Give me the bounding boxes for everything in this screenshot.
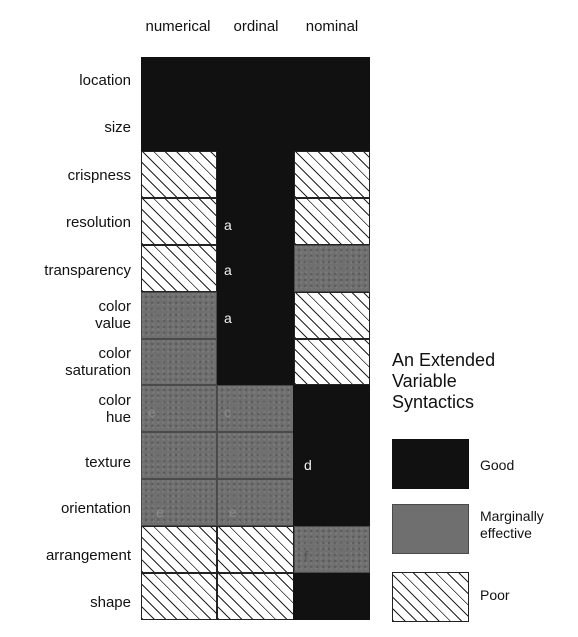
column-header-numerical: numerical	[145, 18, 211, 35]
cell-note-transparency-ordinal: a	[224, 262, 232, 278]
row-label-texture: texture	[85, 454, 131, 471]
cell-note-resolution-ordinal: a	[224, 217, 232, 233]
matrix-cell-good	[217, 292, 295, 340]
cell-note-orientation-numerical: e	[156, 504, 164, 520]
matrix-cell-poor	[141, 526, 217, 573]
cell-note-color-value-ordinal: a	[224, 310, 232, 326]
matrix-cell-poor	[294, 151, 370, 198]
matrix-cell-marginal	[217, 432, 294, 479]
matrix-cell-marginal	[141, 432, 217, 479]
matrix-cell-marginal	[294, 245, 370, 292]
matrix-cell-marginal	[294, 526, 370, 573]
column-header-nominal: nominal	[305, 18, 359, 35]
matrix-cell-good	[293, 57, 370, 105]
matrix-cell-good	[293, 104, 370, 152]
matrix-cell-poor	[294, 292, 370, 339]
matrix-cell-good	[293, 479, 370, 526]
matrix-cell-marginal	[141, 479, 217, 526]
matrix-cell-good	[217, 245, 295, 293]
row-label-size: size	[104, 119, 131, 136]
matrix-cell-good	[217, 151, 295, 199]
matrix-cell-poor	[141, 151, 217, 198]
cell-note-arrangement-nominal: f	[304, 548, 308, 564]
matrix-cell-good	[293, 432, 370, 480]
matrix-cell-poor	[141, 245, 217, 292]
matrix-cell-marginal	[141, 339, 217, 385]
column-header-ordinal: ordinal	[233, 18, 279, 35]
matrix-cell-marginal	[141, 385, 217, 432]
legend-label-marginal: Marginally effective	[480, 508, 544, 541]
matrix-cell-good	[217, 339, 295, 385]
matrix-cell-poor	[294, 198, 370, 245]
matrix-cell-good	[141, 57, 219, 105]
row-label-resolution: resolution	[65, 214, 131, 231]
matrix-cell-poor	[294, 339, 370, 385]
matrix-cell-good	[293, 385, 370, 433]
matrix-cell-poor	[141, 198, 217, 245]
legend-swatch-poor	[392, 572, 469, 622]
cell-note-color-hue-numerical: e	[148, 404, 156, 420]
matrix-cell-poor	[141, 573, 217, 620]
matrix-cell-marginal	[141, 292, 217, 339]
legend-label-good: Good	[480, 457, 515, 473]
row-label-location: location	[79, 72, 131, 89]
matrix-cell-poor	[217, 573, 294, 620]
matrix-cell-poor	[217, 526, 294, 573]
legend-swatch-good	[392, 439, 469, 489]
legend-swatch-marginal	[392, 504, 469, 554]
legend-label-poor: Poor	[480, 587, 510, 603]
row-label-crispness: crispness	[67, 167, 131, 184]
matrix-cell-good	[141, 104, 219, 152]
row-label-color-saturation: color saturation	[65, 345, 131, 379]
row-label-color-value: color value	[95, 298, 131, 332]
legend-title: An Extended Variable Syntactics	[392, 350, 496, 412]
row-label-transparency: transparency	[44, 262, 131, 279]
matrix-cell-marginal	[217, 479, 294, 526]
cell-note-color-hue-ordinal: c	[224, 404, 231, 420]
matrix-cell-good	[217, 104, 295, 152]
row-label-arrangement: arrangement	[45, 547, 131, 564]
row-label-color-hue: color hue	[98, 392, 131, 426]
matrix-cell-good	[217, 198, 295, 246]
row-label-shape: shape	[90, 594, 131, 611]
matrix-cell-good	[293, 573, 370, 620]
matrix-cell-good	[217, 57, 295, 105]
row-label-orientation: orientation	[60, 500, 131, 517]
cell-note-orientation-ordinal: e	[229, 504, 237, 520]
cell-note-texture-nominal: d	[304, 457, 312, 473]
